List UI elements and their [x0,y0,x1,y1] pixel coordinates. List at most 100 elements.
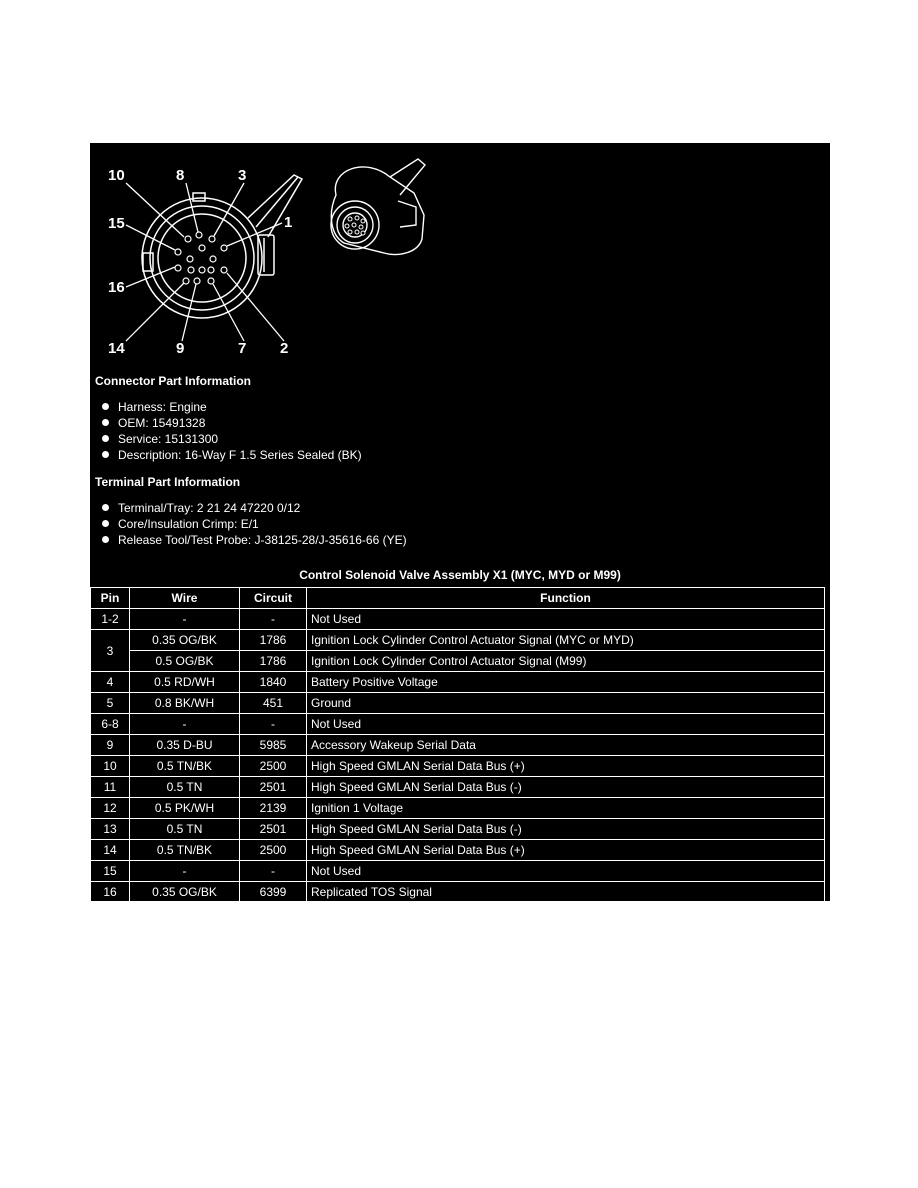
table-row: 15 - - Not Used [90,860,825,882]
circuit-cell: 2501 [239,818,307,840]
list-item-text: Terminal/Tray: 2 21 24 47220 0/12 [118,501,301,515]
circuit-cell: 2139 [239,797,307,819]
table-row: 14 0.5 TN/BK 2500 High Speed GMLAN Seria… [90,839,825,861]
circuit-cell: 5985 [239,734,307,756]
bullet-icon [102,520,109,527]
callout-15: 15 [108,215,125,232]
function-cell: High Speed GMLAN Serial Data Bus (+) [306,839,825,861]
circuit-cell: 1786 [239,650,307,672]
pin-cell: 3 [90,629,130,672]
table-row: 16 0.35 OG/BK 6399 Replicated TOS Signal [90,881,825,903]
function-cell: Accessory Wakeup Serial Data [306,734,825,756]
circuit-cell: 451 [239,692,307,714]
function-cell: Not Used [306,860,825,882]
circuit-cell: 6399 [239,881,307,903]
pin-cell: 5 [90,692,130,714]
wire-cell: - [129,713,240,735]
wire-cell: 0.35 D-BU [129,734,240,756]
pin-cell: 16 [90,881,130,903]
terminal-part-list: Terminal/Tray: 2 21 24 47220 0/12 Core/I… [102,500,407,548]
wire-cell: 0.5 RD/WH [129,671,240,693]
list-item: Terminal/Tray: 2 21 24 47220 0/12 [102,500,407,516]
circuit-cell: 2500 [239,755,307,777]
pin-cell: 6-8 [90,713,130,735]
table-row: 12 0.5 PK/WH 2139 Ignition 1 Voltage [90,797,825,819]
circuit-cell: - [239,713,307,735]
bullet-icon [102,504,109,511]
cavity-7 [207,277,215,285]
cavity-2 [220,266,228,274]
function-cell: Ignition Lock Cylinder Control Actuator … [306,629,825,651]
table-row: 13 0.5 TN 2501 High Speed GMLAN Serial D… [90,818,825,840]
table-row: 6-8 - - Not Used [90,713,825,735]
list-item: Description: 16-Way F 1.5 Series Sealed … [102,447,362,463]
pin-cell: 15 [90,860,130,882]
wire-cell: - [129,608,240,630]
callout-leaders [125,182,285,342]
bullet-icon [102,419,109,426]
function-cell: Not Used [306,713,825,735]
list-item: Core/Insulation Crimp: E/1 [102,516,407,532]
list-item: Service: 15131300 [102,431,362,447]
cavity-11 [186,255,194,263]
wire-cell: 0.5 TN/BK [129,839,240,861]
bullet-icon [102,536,109,543]
cavity-10 [184,235,192,243]
connector-diagram: 10 8 3 15 1 16 14 9 7 2 [108,158,426,355]
wire-cell: 0.5 TN [129,776,240,798]
cavity-1 [220,244,228,252]
connector-part-list: Harness: Engine OEM: 15491328 Service: 1… [102,399,362,463]
bullet-icon [102,403,109,410]
list-item-text: OEM: 15491328 [118,416,206,430]
bullet-icon [102,435,109,442]
header-circuit: Circuit [239,587,307,609]
function-cell: Battery Positive Voltage [306,671,825,693]
callout-2: 2 [280,340,288,355]
wire-cell: 0.35 OG/BK [129,881,240,903]
pin-cell: 14 [90,839,130,861]
table-row: 0.5 OG/BK 1786 Ignition Lock Cylinder Co… [91,650,825,672]
pin-cell: 1-2 [90,608,130,630]
wire-cell: 0.5 OG/BK [129,650,240,672]
list-item: OEM: 15491328 [102,415,362,431]
cavity-9 [193,277,201,285]
connector-perspective-illustration [330,158,426,256]
bullet-icon [102,451,109,458]
wire-cell: 0.8 BK/WH [129,692,240,714]
table-row: 10 0.5 TN/BK 2500 High Speed GMLAN Seria… [90,755,825,777]
function-cell: High Speed GMLAN Serial Data Bus (-) [306,776,825,798]
list-item: Release Tool/Test Probe: J-38125-28/J-35… [102,532,407,548]
cavity-16 [174,264,182,272]
wire-cell: 0.5 PK/WH [129,797,240,819]
cavity-6 [198,266,206,274]
header-wire: Wire [129,587,240,609]
list-item-text: Harness: Engine [118,400,207,414]
header-function: Function [306,587,825,609]
pin-cell: 9 [90,734,130,756]
pin-cell: 13 [90,818,130,840]
table-row: 3 0.35 OG/BK 1786 Ignition Lock Cylinder… [90,629,825,672]
cavity-5 [198,244,206,252]
list-item: Harness: Engine [102,399,362,415]
function-cell: High Speed GMLAN Serial Data Bus (-) [306,818,825,840]
circuit-cell: - [239,608,307,630]
circuit-cell: 2500 [239,839,307,861]
callout-8: 8 [176,167,184,184]
function-cell: Ground [306,692,825,714]
list-item-text: Release Tool/Test Probe: J-38125-28/J-35… [118,533,407,547]
pin-cell: 10 [90,755,130,777]
wire-cell: - [129,860,240,882]
circuit-cell: 1840 [239,671,307,693]
cavity-15 [174,248,182,256]
pin-cell: 12 [90,797,130,819]
list-item-text: Core/Insulation Crimp: E/1 [118,517,259,531]
callout-10: 10 [108,167,125,184]
function-cell: Not Used [306,608,825,630]
callout-1: 1 [284,214,292,231]
table-header-row: Pin Wire Circuit Function [90,587,825,609]
cavity-3 [208,235,216,243]
cavity-12 [187,266,195,274]
function-cell: High Speed GMLAN Serial Data Bus (+) [306,755,825,777]
cavity-13 [207,266,215,274]
cavity-8 [195,231,203,239]
